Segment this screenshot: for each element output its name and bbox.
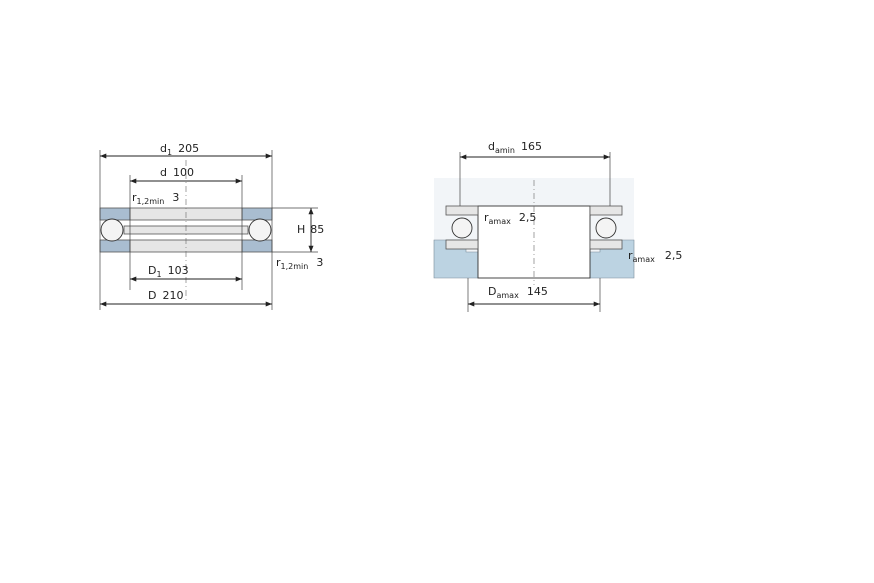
washer-tl [445, 205, 479, 216]
top-washer-left [99, 207, 131, 221]
ball-left [100, 218, 124, 242]
bottom-washer-right [241, 239, 273, 253]
ball-left-2 [451, 217, 473, 239]
washer-br [589, 239, 623, 250]
washer-tr [589, 205, 623, 216]
mounting-section [433, 178, 635, 285]
ball-right-2 [595, 217, 617, 239]
washer-bl [445, 239, 479, 250]
ball-right [248, 218, 272, 242]
top-washer-right [241, 207, 273, 221]
bottom-washer-left [99, 239, 131, 253]
